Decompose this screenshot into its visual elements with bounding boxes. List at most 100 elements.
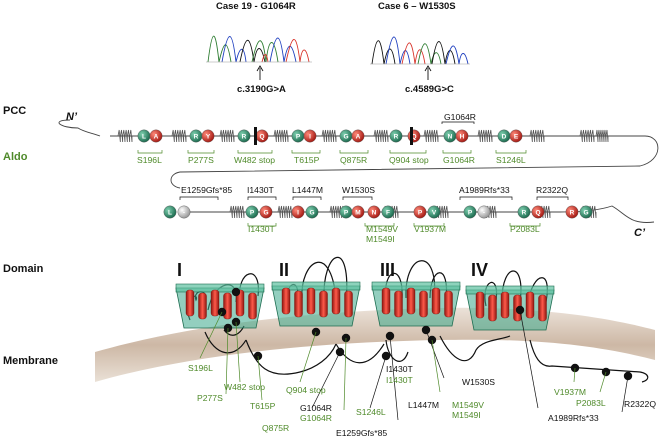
- residue-letter: -: [483, 209, 485, 216]
- residue-bead: Q: [531, 205, 545, 219]
- residue-bead: N: [443, 129, 457, 143]
- case-title: Case 19 - G1064R: [216, 1, 296, 12]
- residue-letter: P: [418, 209, 423, 216]
- aldo-mutation-i1430t: I1430T: [248, 224, 276, 234]
- domain-numeral-iv: IV: [471, 260, 488, 280]
- residue-letter: Q: [535, 209, 540, 216]
- residue-letter: F: [386, 209, 390, 216]
- membrane-mutation-leaders: [199, 309, 629, 421]
- residue-letter: H: [460, 133, 465, 140]
- domain-3: [371, 281, 461, 327]
- pcc-labels-row-1: G1064R: [441, 112, 476, 124]
- residue-letter: Q: [411, 133, 416, 140]
- residue-bead: A: [149, 129, 163, 143]
- residue-bead: V: [427, 205, 441, 219]
- membrane-label-p277s: P277S: [197, 393, 223, 403]
- pcc-mutation-l1447m: L1447M: [292, 185, 323, 195]
- residue-letter: L: [168, 209, 172, 216]
- case-title: Case 6 – W1530S: [378, 1, 456, 12]
- residue-letter: I: [309, 133, 311, 140]
- residue-letter: A: [356, 133, 361, 140]
- residue-bead: G: [259, 205, 273, 219]
- membrane-label-q875r: Q875R: [262, 423, 289, 433]
- domain-numeral-ii: II: [279, 260, 289, 280]
- aldo-mutation-m1549v: M1549V: [366, 224, 398, 234]
- domain-4: [465, 285, 555, 331]
- residue-bead: Q: [407, 129, 421, 143]
- membrane-label-w482-stop: W482 stop: [224, 382, 265, 392]
- residue-bead: G: [305, 205, 319, 219]
- residue-bead: R: [565, 205, 579, 219]
- pcc-mutation-g1064r: G1064R: [444, 112, 476, 122]
- residue-bead: R: [237, 129, 251, 143]
- chromatogram-trace: [206, 35, 312, 63]
- aldo-mutation-s196l: S196L: [137, 155, 162, 165]
- domain-2: [271, 281, 361, 327]
- residue-bead: N: [367, 205, 381, 219]
- residue-letter: I: [297, 209, 299, 216]
- residue-letter: G: [309, 209, 314, 216]
- residue-bead: P: [339, 205, 353, 219]
- residue-bead: G: [339, 129, 353, 143]
- residue-letter: P: [344, 209, 349, 216]
- aldo-mutation-q904-stop: Q904 stop: [389, 155, 429, 165]
- pcc-mutation-a1989rfs33: A1989Rfs*33: [459, 185, 510, 195]
- pcc-mutation-w1530s: W1530S: [342, 185, 375, 195]
- domain-numeral-iii: III: [380, 260, 395, 280]
- aldo-mutation-t615p: T615P: [294, 155, 320, 165]
- domain-numerals: I II III IV: [177, 260, 488, 280]
- residue-bead: P: [463, 205, 477, 219]
- residue-bead: E: [509, 129, 523, 143]
- c-terminus-label: C’: [634, 227, 646, 239]
- pcc-mutation-e1259gfs85: E1259Gfs*85: [181, 185, 232, 195]
- residue-bead: D: [497, 129, 511, 143]
- aldo-mutation-q875r: Q875R: [340, 155, 367, 165]
- membrane-label-a1989rfs33: A1989Rfs*33: [548, 413, 599, 423]
- residue-bead: M: [351, 205, 365, 219]
- residue-letter: Q: [259, 133, 264, 140]
- residue-letter: D: [502, 133, 507, 140]
- residue-letter: R: [242, 133, 247, 140]
- residue-letter: A: [154, 133, 159, 140]
- residue-bead: R: [389, 129, 403, 143]
- residue-bead: R: [517, 205, 531, 219]
- residue-bead: H: [455, 129, 469, 143]
- residue-bead: F: [381, 205, 395, 219]
- membrane-label-r2322q: R2322Q: [624, 399, 656, 409]
- transmembrane-domains: [175, 281, 555, 331]
- residue-bead: -: [477, 205, 491, 219]
- residue-letter: L: [142, 133, 146, 140]
- membrane-label-p2083l: P2083L: [576, 398, 606, 408]
- membrane-label-s1246l: S1246L: [356, 407, 386, 417]
- aldo-mutation-p2083l: P2083L: [510, 224, 540, 234]
- residue-letter: E: [514, 133, 519, 140]
- helix-coils: [117, 129, 609, 143]
- residue-letter: V: [432, 209, 437, 216]
- residue-letter: R: [394, 133, 399, 140]
- membrane-mutation-labels: S196L W482 stop P277S T615P Q904 stop Q8…: [188, 363, 656, 438]
- aldo-mutation-g1064r: G1064R: [443, 155, 475, 165]
- residue-bead: A: [351, 129, 365, 143]
- domain-numeral-i: I: [177, 260, 182, 280]
- residue-bead: G: [579, 205, 593, 219]
- aldo-labels-row-1: S196L P277S W482 stop T615P Q875R Q904 s…: [137, 150, 527, 165]
- residue-bead: Q: [255, 129, 269, 143]
- residue-letter: P: [250, 209, 255, 216]
- chromatogram-trace: [370, 36, 470, 65]
- membrane-label-g1064r-aldo: G1064R: [300, 413, 332, 423]
- membrane-label-v1937m: V1937M: [554, 387, 586, 397]
- residue-bead: P: [413, 205, 427, 219]
- n-terminus-label: N’: [66, 111, 78, 123]
- residue-bead: R: [189, 129, 203, 143]
- mutation-label: c.3190G>A: [237, 84, 286, 95]
- residue-letter: R: [570, 209, 575, 216]
- membrane-label: Membrane: [3, 355, 58, 367]
- residue-bead: Y: [201, 129, 215, 143]
- domain-1: [175, 283, 265, 329]
- membrane-label-l1447m: L1447M: [408, 400, 439, 410]
- domain-label: Domain: [3, 263, 44, 275]
- aldo-mutation-m1549i: M1549I: [366, 234, 395, 244]
